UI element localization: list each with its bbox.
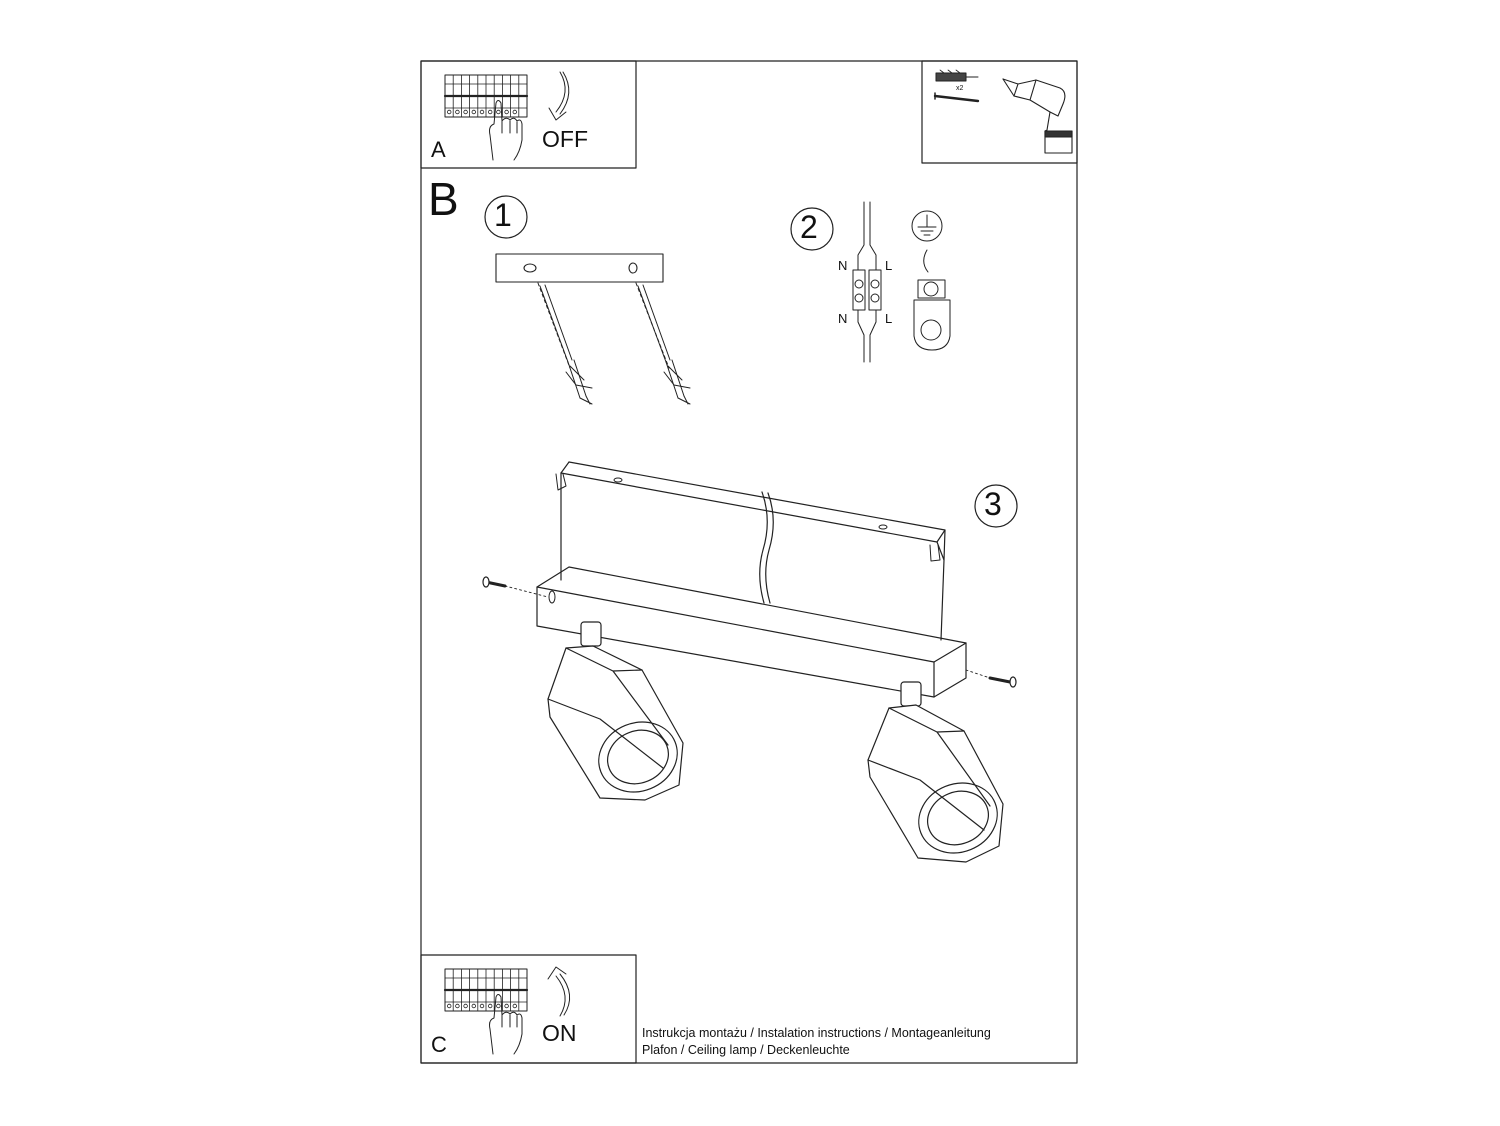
step-2-number: 2 bbox=[800, 209, 818, 245]
off-label: OFF bbox=[542, 126, 588, 152]
lamp-fixture-icon bbox=[482, 461, 1017, 863]
wire-label-l-top: L bbox=[885, 258, 893, 273]
breaker-screw bbox=[488, 1003, 493, 1009]
wall-plug-icon bbox=[935, 69, 979, 82]
wire-label-n-bottom: N bbox=[838, 311, 848, 326]
wire-label-l-bottom: L bbox=[885, 311, 893, 326]
anchor-screw-right bbox=[635, 282, 691, 405]
breaker-screw bbox=[463, 109, 468, 115]
panel-a-letter: A bbox=[431, 137, 446, 162]
step-1-number: 1 bbox=[494, 197, 512, 233]
step-3-number: 3 bbox=[984, 486, 1002, 522]
arrow-down-icon bbox=[548, 71, 570, 121]
breaker-screw bbox=[496, 109, 501, 115]
ground-terminal-icon bbox=[913, 249, 951, 351]
panel-c-letter: C bbox=[431, 1032, 447, 1057]
breaker-screw bbox=[471, 1003, 476, 1009]
wire-label-n-top: N bbox=[838, 258, 848, 273]
anchor-screw-left bbox=[537, 282, 593, 405]
breaker-screw bbox=[447, 109, 452, 115]
breaker-screw bbox=[479, 1003, 485, 1009]
drill-icon bbox=[1002, 78, 1073, 154]
step-3-circle bbox=[974, 484, 1018, 528]
breaker-screw bbox=[455, 109, 460, 115]
panel-c-frame bbox=[420, 954, 637, 1064]
breaker-screw bbox=[496, 1003, 501, 1009]
hand-icon bbox=[489, 100, 523, 161]
breaker-screw bbox=[455, 1003, 460, 1009]
breaker-screw bbox=[471, 109, 476, 115]
outer-frame bbox=[420, 60, 1078, 1064]
breaker-screw bbox=[463, 1003, 468, 1009]
ground-symbol-icon bbox=[911, 210, 943, 242]
tools-frame bbox=[921, 60, 1078, 164]
panel-a-frame bbox=[420, 60, 637, 169]
step-1-circle bbox=[484, 195, 528, 239]
breaker-screw bbox=[488, 109, 493, 115]
footer-product-line: Plafon / Ceiling lamp / Deckenleuchte bbox=[642, 1043, 850, 1057]
step-2-circle bbox=[790, 207, 834, 251]
mounting-plate-icon bbox=[495, 253, 664, 283]
screw-icon bbox=[933, 92, 980, 103]
panel-b-letter: B bbox=[428, 173, 459, 225]
footer-title-line: Instrukcja montażu / Instalation instruc… bbox=[642, 1026, 991, 1040]
breaker-screw bbox=[512, 1003, 517, 1009]
breaker-screw bbox=[447, 1003, 452, 1009]
hand-icon-c bbox=[489, 994, 523, 1055]
anchor-count: x2 bbox=[956, 85, 964, 92]
on-label: ON bbox=[542, 1020, 577, 1046]
breaker-screw bbox=[504, 109, 509, 115]
breaker-screw bbox=[512, 109, 517, 115]
terminal-block-icon bbox=[852, 201, 882, 363]
breaker-screw bbox=[479, 109, 485, 115]
arrow-up-icon bbox=[547, 966, 571, 1017]
breaker-screw bbox=[504, 1003, 509, 1009]
